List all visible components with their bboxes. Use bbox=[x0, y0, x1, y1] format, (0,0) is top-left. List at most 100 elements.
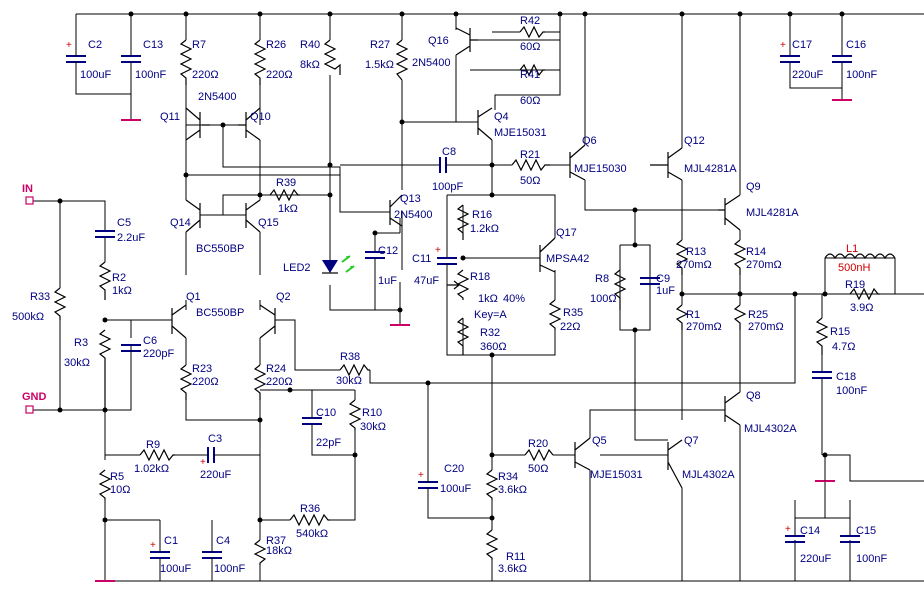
transistor-q17 bbox=[539, 237, 556, 273]
value-r8: 100Ω bbox=[590, 293, 617, 305]
key-r18: Key=A bbox=[474, 309, 507, 321]
value-q13: 2N5400 bbox=[394, 209, 433, 221]
resistor-r21 bbox=[511, 158, 550, 172]
value-c6: 220pF bbox=[143, 348, 174, 360]
value-r40: 8kΩ bbox=[300, 59, 320, 71]
value-r34: 3.6kΩ bbox=[498, 484, 527, 496]
value-r36: 540kΩ bbox=[296, 528, 328, 540]
label-q15: Q15 bbox=[258, 217, 279, 229]
label-c20: C20 bbox=[444, 463, 464, 475]
label-r11: R11 bbox=[506, 551, 525, 563]
label-q8: Q8 bbox=[746, 390, 761, 402]
resistor-r32 bbox=[456, 317, 470, 355]
svg-text:+: + bbox=[785, 524, 791, 535]
resistor-r15 bbox=[815, 317, 829, 355]
value-r23: 220Ω bbox=[192, 376, 219, 388]
value-q4: MJE15031 bbox=[494, 127, 547, 139]
label-r13: R13 bbox=[686, 246, 706, 258]
value-r9: 1.02kΩ bbox=[134, 463, 169, 475]
value-q7: MJL4302A bbox=[682, 469, 735, 481]
resistor-r40 bbox=[323, 39, 341, 75]
transistor-q11 bbox=[185, 107, 210, 141]
value-r16: 1.2kΩ bbox=[470, 223, 499, 235]
value-r11: 3.6kΩ bbox=[498, 563, 527, 575]
label-c8: C8 bbox=[442, 146, 456, 158]
value-c11: 47uF bbox=[414, 275, 439, 287]
resistors bbox=[53, 25, 880, 565]
value-q6: MJE15030 bbox=[574, 163, 627, 175]
value-c17: 220uF bbox=[792, 69, 823, 81]
value-l1: 500nH bbox=[838, 262, 870, 274]
capacitor-c1 bbox=[150, 551, 170, 559]
svg-text:+: + bbox=[150, 540, 156, 551]
label-q17: Q17 bbox=[556, 227, 577, 239]
label-r40: R40 bbox=[300, 39, 320, 51]
label-c1: C1 bbox=[164, 535, 178, 547]
label-r27: R27 bbox=[370, 39, 390, 51]
resistor-r42 bbox=[519, 25, 545, 39]
capacitor-c4 bbox=[202, 551, 222, 559]
transistor-q6 bbox=[569, 144, 586, 181]
label-q9: Q9 bbox=[746, 181, 761, 193]
label-r26: R26 bbox=[266, 39, 286, 51]
label-c3: C3 bbox=[208, 433, 222, 445]
label-r15: R15 bbox=[830, 326, 850, 338]
resistor-r11 bbox=[485, 529, 499, 560]
label-r35: R35 bbox=[563, 307, 583, 319]
value-q14: BC550BP bbox=[196, 243, 244, 255]
value-r14: 270mΩ bbox=[746, 259, 782, 271]
resistor-r33 bbox=[53, 287, 67, 320]
wiper-r18: 40% bbox=[503, 293, 525, 305]
value-r19: 3.9Ω bbox=[850, 302, 874, 314]
label-r33: R33 bbox=[30, 291, 50, 303]
value-c1: 100uF bbox=[160, 563, 191, 575]
label-q1: Q1 bbox=[186, 291, 201, 303]
label-c14: C14 bbox=[800, 525, 820, 537]
value-c18: 100nF bbox=[836, 385, 867, 397]
transistor-q2 bbox=[259, 304, 276, 339]
value-c15: 100nF bbox=[856, 553, 887, 565]
resistor-r1 bbox=[675, 304, 689, 330]
transistor-q14 bbox=[185, 199, 201, 233]
label-c4: C4 bbox=[216, 535, 230, 547]
capacitor-c13 bbox=[121, 55, 141, 63]
label-r16: R16 bbox=[472, 209, 492, 221]
led2-symbol bbox=[322, 260, 338, 273]
value-c13: 100nF bbox=[135, 69, 166, 81]
value-r27: 1.5kΩ bbox=[365, 59, 394, 71]
transistor-q13 bbox=[389, 194, 403, 227]
label-c17: C17 bbox=[792, 39, 812, 51]
label-c9: C9 bbox=[656, 273, 670, 285]
value-r20: 50Ω bbox=[528, 463, 548, 475]
label-r32: R32 bbox=[480, 327, 500, 339]
label-r9: R9 bbox=[146, 439, 160, 451]
svg-text:+: + bbox=[418, 470, 424, 481]
value-r7: 220Ω bbox=[192, 69, 219, 81]
value-q1: BC550BP bbox=[196, 307, 244, 319]
value-c16: 100nF bbox=[846, 69, 877, 81]
label-q16: Q16 bbox=[428, 35, 449, 47]
value-r32: 360Ω bbox=[480, 341, 507, 353]
svg-text:+: + bbox=[435, 245, 441, 256]
value-r2: 1kΩ bbox=[112, 285, 132, 297]
value-r25: 270mΩ bbox=[748, 321, 784, 333]
capacitor-c16 bbox=[832, 55, 852, 63]
value-r18: 1kΩ bbox=[478, 293, 498, 305]
value-r37: 18kΩ bbox=[266, 545, 292, 557]
resistor-r8 bbox=[613, 269, 627, 310]
value-r21: 50Ω bbox=[520, 175, 540, 187]
label-c13: C13 bbox=[143, 39, 163, 51]
label-r41: R41 bbox=[520, 69, 540, 81]
label-r36: R36 bbox=[300, 503, 320, 515]
capacitor-c2 bbox=[66, 55, 86, 63]
port-in-label: IN bbox=[22, 183, 33, 195]
transistors bbox=[171, 27, 741, 489]
value-c12: 1uF bbox=[378, 275, 397, 287]
capacitors: ++ ++ ++ + bbox=[66, 40, 860, 581]
value-r38: 30kΩ bbox=[336, 375, 362, 387]
value-r33: 500kΩ bbox=[12, 311, 44, 323]
capacitor-c3 bbox=[207, 447, 215, 463]
resistor-r13 bbox=[675, 239, 689, 275]
capacitor-c17 bbox=[780, 55, 800, 63]
capacitor-c11 bbox=[437, 257, 457, 265]
